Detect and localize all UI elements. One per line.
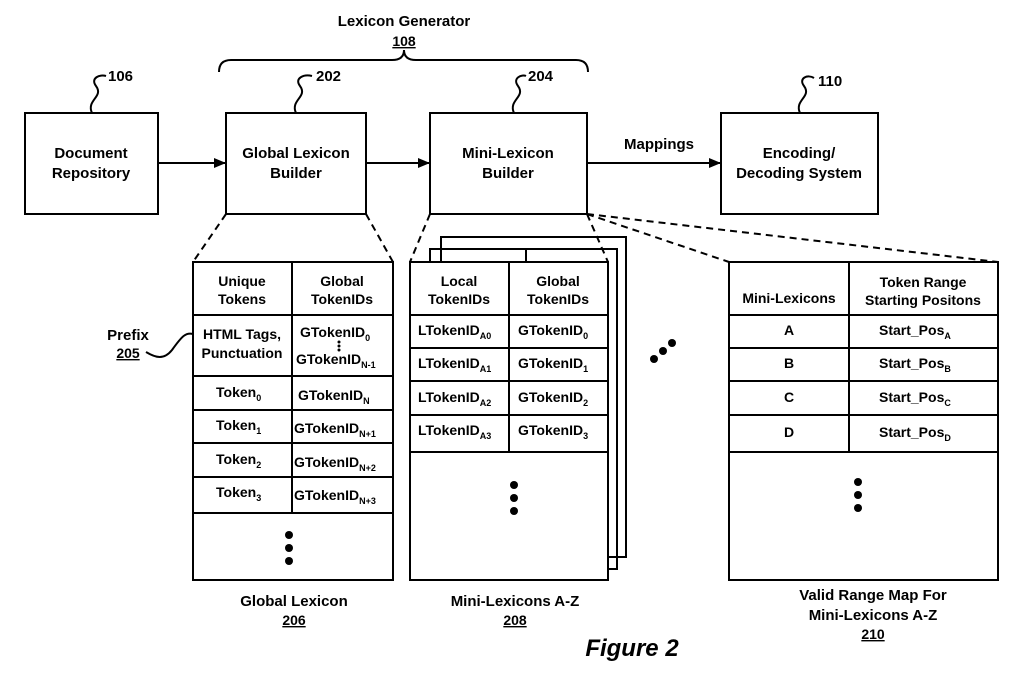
encoding-line1: Encoding/ [763,145,836,162]
prefix-ellipsis-dot [337,344,341,348]
continuation-dot [285,544,293,552]
valid-range-map-table: Mini-Lexicons Token Range Starting Posit… [728,261,999,581]
prefix-ellipsis-dot [337,348,341,352]
prefix-row-left-2: Punctuation [202,345,283,361]
ellipsis-dot [650,355,658,363]
repository-ref: 106 [108,68,133,85]
global-header-unique-2: Tokens [218,291,266,307]
ellipsis-dot [659,347,667,355]
continuation-dot [510,507,518,515]
mini-lexicons-ref: 208 [503,612,527,628]
prefix-leader [145,332,194,358]
mini-builder-line1: Mini-Lexicon [462,145,554,162]
document-repository-line1: Document [54,145,127,162]
continuation-dot [854,504,862,512]
global-lexicon-caption: Global Lexicon [240,593,348,610]
dash-mini-left [409,213,431,263]
mini-header-local-2: TokenIDs [428,291,490,307]
mini-lexicons-caption: Mini-Lexicons A-Z [451,593,580,610]
continuation-dot [285,531,293,539]
ref-leader-106 [89,74,107,114]
mini-builder-ref: 204 [528,68,554,85]
dash-range-left [586,213,730,263]
mini-header-global-2: TokenIDs [527,291,589,307]
range-row-position: Start_PosB [879,355,951,374]
global-row-id: GTokenIDN+2 [294,454,376,473]
dash-range-right [586,213,999,263]
ref-leader-204 [511,74,527,114]
document-repository-box: Document Repository [24,112,159,215]
mini-row-global: GTokenID3 [518,422,588,441]
continuation-dot [854,478,862,486]
global-row-token: Token2 [216,451,261,470]
document-repository-line2: Repository [52,165,131,182]
encoding-ref: 110 [818,73,842,90]
global-row-token: Token1 [216,417,261,436]
global-row-id: GTokenIDN [298,387,370,406]
lexicon-generator-title: Lexicon Generator [338,13,471,30]
range-row-position: Start_PosC [879,389,951,408]
global-lexicon-ref: 206 [282,612,306,628]
mini-row-global: GTokenID0 [518,322,588,341]
mini-builder-line2: Builder [482,165,534,182]
mini-lexicon-stack [429,236,627,570]
dash-global-right [365,213,394,263]
range-row-position: Start_PosA [879,322,951,341]
figure-label: Figure 2 [585,635,679,662]
global-row-id: GTokenIDN+1 [294,420,376,439]
mini-row-local: LTokenIDA0 [418,322,491,341]
mini-lexicon-builder-box: Mini-Lexicon Builder [429,112,588,215]
continuation-dot [510,481,518,489]
range-map-caption-2: Mini-Lexicons A-Z [809,607,938,624]
mini-header-global-1: Global [536,273,580,289]
lexicon-generator-brace [218,49,589,73]
prefix-ref: 205 [116,345,140,361]
encoding-decoding-system-box: Encoding/ Decoding System [720,112,879,215]
global-row-id: GTokenIDN+3 [294,487,376,506]
range-row-lexicon: C [784,389,794,405]
global-header-unique-1: Unique [218,273,266,289]
global-builder-line1: Global Lexicon [242,145,350,162]
global-row-token: Token3 [216,484,261,503]
range-map-caption-1: Valid Range Map For [799,587,947,604]
range-header-positions-2: Starting Positons [865,292,981,308]
range-row-lexicon: A [784,322,794,338]
encoding-line2: Decoding System [736,165,862,182]
dash-global-left [192,213,227,263]
mini-row-local: LTokenIDA2 [418,389,491,408]
mini-row-local: LTokenIDA3 [418,422,491,441]
prefix-label: Prefix [107,327,149,344]
mini-row-global: GTokenID1 [518,355,588,374]
ellipsis-dot [668,339,676,347]
mini-header-local-1: Local [441,273,478,289]
range-map-ref: 210 [861,626,885,642]
prefix-ellipsis-dot [337,340,341,344]
range-row-lexicon: D [784,424,794,440]
global-lexicon-builder-box: Global Lexicon Builder [225,112,367,215]
global-builder-line2: Builder [270,165,322,182]
ref-leader-110 [797,75,815,114]
range-header-positions-1: Token Range [880,274,967,290]
global-row-token: Token0 [216,384,261,403]
prefix-row-gtokenid-bottom: GTokenIDN-1 [296,351,376,370]
global-lexicon-table: Unique Tokens Global TokenIDs HTML Tags,… [192,261,394,581]
global-header-ids-1: Global [320,273,364,289]
mini-lexicon-table: Local TokenIDs Global TokenIDs LTokenIDA… [409,261,609,581]
range-row-lexicon: B [784,355,794,371]
mini-row-global: GTokenID2 [518,389,588,408]
continuation-dot [510,494,518,502]
global-builder-ref: 202 [316,68,341,85]
prefix-row-left-1: HTML Tags, [203,326,281,342]
prefix-row-gtokenid-top: GTokenID0 [300,324,370,343]
mappings-label: Mappings [624,136,694,153]
continuation-dot [854,491,862,499]
lexicon-generator-group: Lexicon Generator 108 [218,13,589,73]
global-header-ids-2: TokenIDs [311,291,373,307]
range-header-lexicons: Mini-Lexicons [742,290,836,306]
mini-row-local: LTokenIDA1 [418,355,491,374]
lexicon-generator-ref: 108 [392,33,416,49]
range-row-position: Start_PosD [879,424,951,443]
ref-leader-202 [293,74,313,114]
continuation-dot [285,557,293,565]
